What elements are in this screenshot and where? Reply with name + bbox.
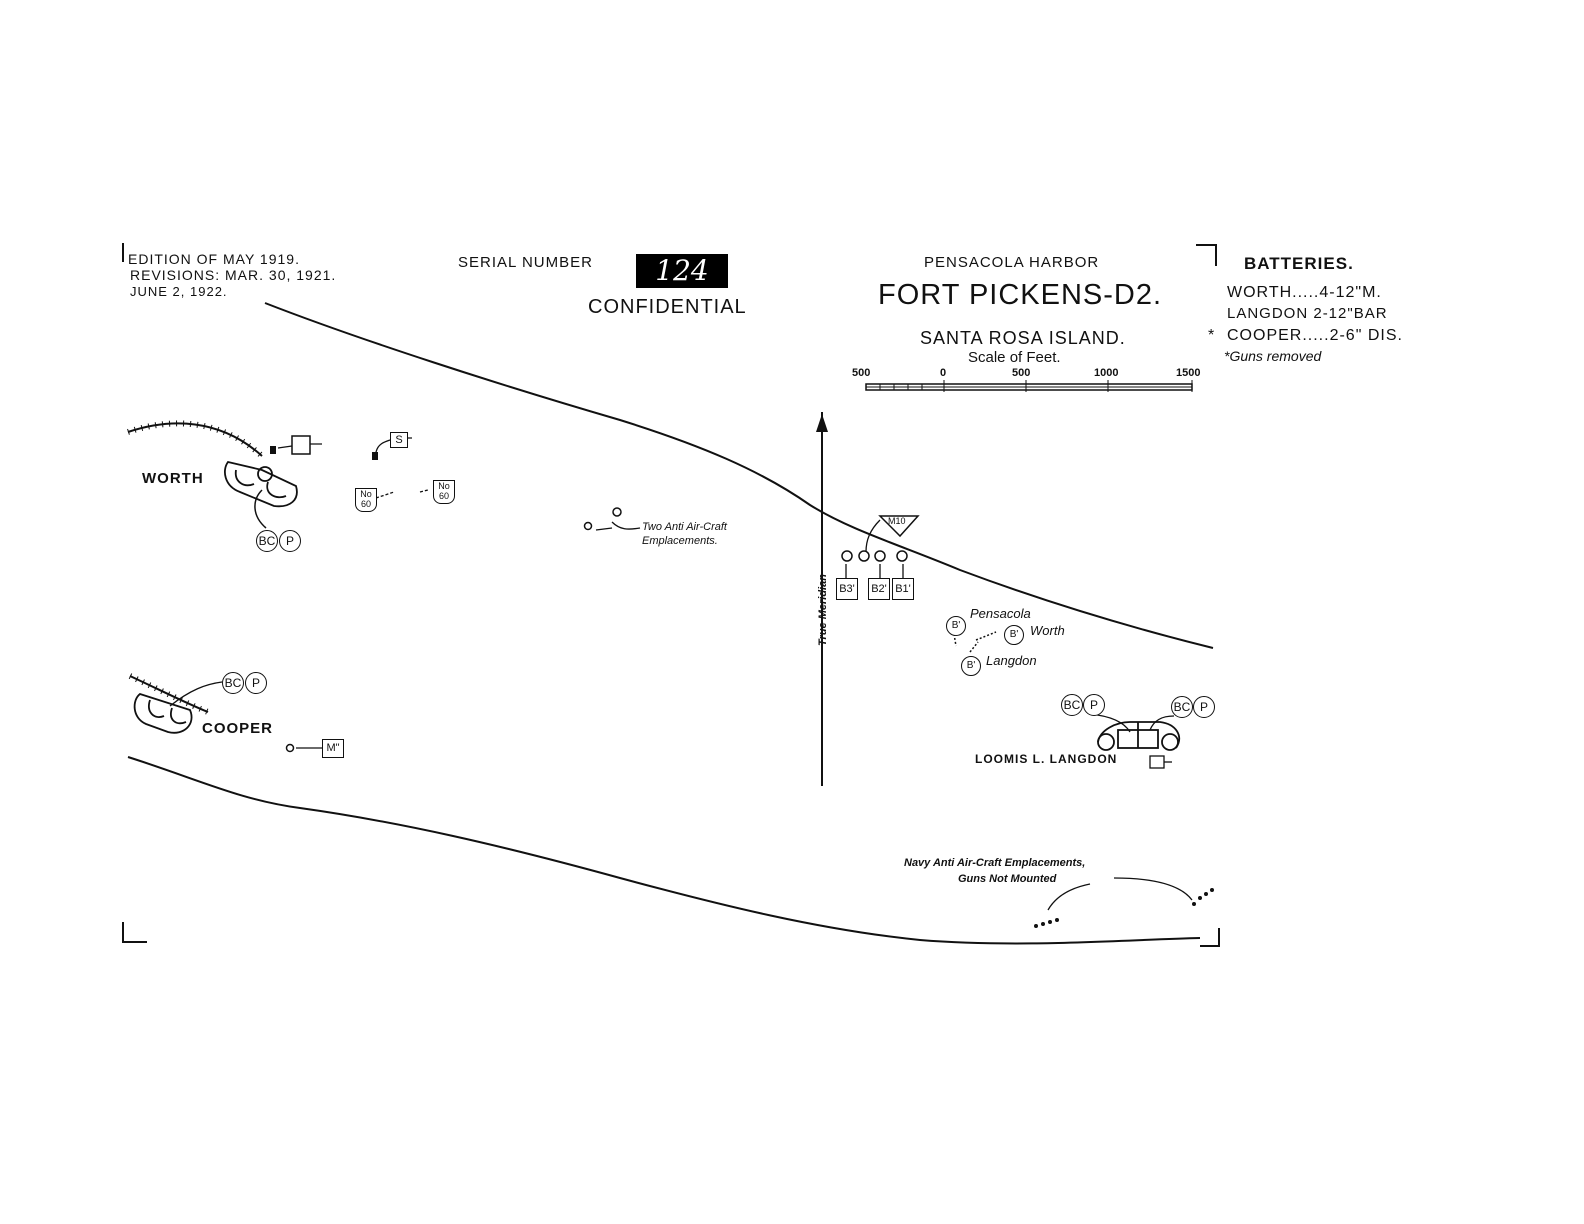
worth-station-box bbox=[291, 435, 311, 455]
harbor-label: PENSACOLA HARBOR bbox=[924, 254, 1100, 271]
revisions-text: REVISIONS: MAR. 30, 1921. bbox=[130, 267, 337, 283]
north-shoreline bbox=[264, 302, 1214, 649]
frame-corner-bottom-right bbox=[1200, 928, 1220, 947]
langdon-station-box bbox=[1149, 755, 1165, 769]
worth-bc-arrow bbox=[254, 489, 267, 529]
langdon-bc-station-left: BC bbox=[1061, 694, 1083, 716]
true-meridian-label: True Meridian bbox=[817, 574, 829, 646]
pensacola-label: Pensacola bbox=[970, 606, 1031, 621]
pensacola-b-station: B' bbox=[946, 616, 966, 636]
langdon-b-station: B' bbox=[961, 656, 981, 676]
worth-label: WORTH bbox=[142, 470, 204, 487]
b1-station: B1' bbox=[892, 578, 914, 600]
battery-row-cooper: COOPER.....2-6" DIS. bbox=[1227, 327, 1403, 344]
battery-row-langdon: LANGDON 2-12"BAR bbox=[1227, 305, 1388, 322]
battery-cooper-emplacement bbox=[133, 693, 193, 734]
scale-tick-label: 500 bbox=[852, 367, 871, 379]
scale-tick-label: 500 bbox=[1012, 367, 1031, 379]
serial-label: SERIAL NUMBER bbox=[458, 254, 593, 271]
scale-tick-label: 1500 bbox=[1176, 367, 1201, 379]
batteries-heading: BATTERIES. bbox=[1244, 254, 1354, 273]
worth-small-label: Worth bbox=[1030, 623, 1065, 638]
worth-bc-station: BC bbox=[256, 530, 278, 552]
railway-cooper bbox=[129, 675, 209, 713]
m10-label: M10 bbox=[888, 516, 906, 526]
no60-station-a: No 60 bbox=[355, 488, 377, 512]
classification-label: CONFIDENTIAL bbox=[588, 296, 747, 318]
scale-tick-label: 0 bbox=[940, 367, 947, 379]
frame-corner-top-right bbox=[1196, 244, 1217, 266]
b3-station: B3' bbox=[836, 578, 858, 600]
cooper-label: COOPER bbox=[202, 720, 274, 737]
loomis-langdon-label: LOOMIS L. LANGDON bbox=[975, 752, 1118, 766]
scale-bar bbox=[865, 380, 1193, 392]
revision-date2-text: JUNE 2, 1922. bbox=[130, 284, 228, 299]
worth-p-station: P bbox=[279, 530, 301, 552]
s-station-marker bbox=[372, 452, 378, 460]
anti-aircraft-label-2: Emplacements. bbox=[642, 535, 718, 547]
no60-station-b: No 60 bbox=[433, 480, 455, 504]
railway-worth bbox=[127, 422, 263, 457]
scale-title: Scale of Feet. bbox=[968, 349, 1061, 366]
battery-row-worth: WORTH.....4-12"M. bbox=[1227, 284, 1382, 301]
langdon-p-station-right: P bbox=[1193, 696, 1215, 718]
b2-station: B2' bbox=[868, 578, 890, 600]
south-shoreline bbox=[127, 756, 1201, 945]
true-meridian-arrowhead bbox=[816, 414, 828, 432]
worth-b-station: B' bbox=[1004, 625, 1024, 645]
s-station-box: S bbox=[390, 432, 408, 448]
scale-tick-label: 1000 bbox=[1094, 367, 1119, 379]
anti-aircraft-label: Two Anti Air-Craft bbox=[642, 521, 727, 533]
navy-aa-label-2: Guns Not Mounted bbox=[958, 873, 1057, 885]
cooper-m-station: M" bbox=[322, 739, 344, 758]
battery-mark: * bbox=[1208, 327, 1215, 344]
navy-aa-label: Navy Anti Air-Craft Emplacements, bbox=[904, 857, 1086, 869]
langdon-p-station-left: P bbox=[1083, 694, 1105, 716]
battery-langdon-emplacement bbox=[1097, 721, 1181, 751]
m10-triangle-station bbox=[878, 515, 920, 538]
anti-aircraft-arrow bbox=[595, 521, 641, 531]
worth-small-square bbox=[270, 446, 276, 454]
battery-worth-emplacement bbox=[224, 460, 298, 508]
guns-removed-note: *Guns removed bbox=[1224, 348, 1322, 364]
serial-number-stamp: 124 bbox=[636, 254, 728, 288]
langdon-bc-station-right: BC bbox=[1171, 696, 1193, 718]
navy-aa-arrow-left bbox=[1047, 883, 1091, 911]
edition-text: EDITION OF MAY 1919. bbox=[128, 251, 300, 267]
cooper-p-station: P bbox=[245, 672, 267, 694]
railway-worth-ties bbox=[127, 420, 265, 459]
frame-corner-bottom-left bbox=[122, 922, 147, 943]
navy-aa-arrow-right bbox=[1113, 877, 1193, 901]
cooper-bc-station: BC bbox=[222, 672, 244, 694]
map-title: FORT PICKENS-D2. bbox=[878, 279, 1163, 311]
langdon-small-label: Langdon bbox=[986, 653, 1037, 668]
island-label: SANTA ROSA ISLAND. bbox=[920, 328, 1126, 348]
